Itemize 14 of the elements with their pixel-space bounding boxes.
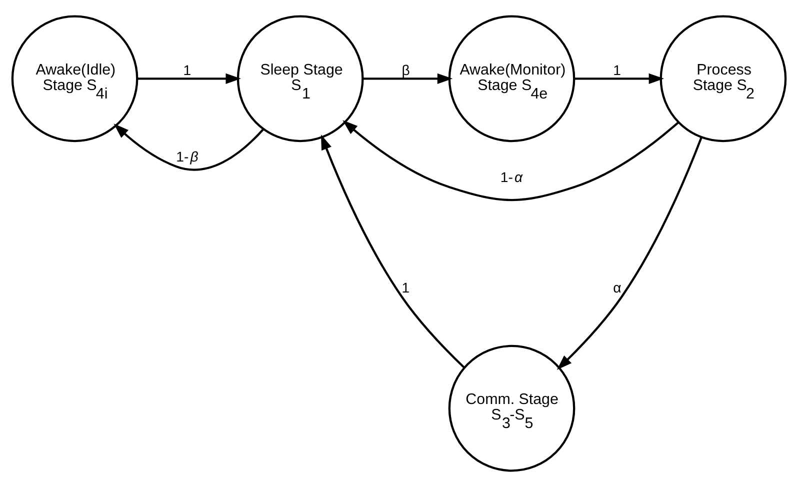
arrow xyxy=(342,120,680,201)
arrow xyxy=(114,123,264,170)
edge-label: α xyxy=(613,279,622,296)
edge-label: 1 xyxy=(402,279,410,296)
arrow xyxy=(320,134,465,368)
arrow xyxy=(362,72,453,84)
edge-label: 1-β xyxy=(176,148,198,164)
edge-label: 1-α xyxy=(500,168,523,185)
edge-label: 1 xyxy=(183,61,192,78)
arrow xyxy=(556,136,702,370)
edge-label: 1 xyxy=(613,61,621,78)
edge-label: β xyxy=(402,61,410,78)
arrow xyxy=(574,72,664,84)
arrow xyxy=(137,72,241,84)
